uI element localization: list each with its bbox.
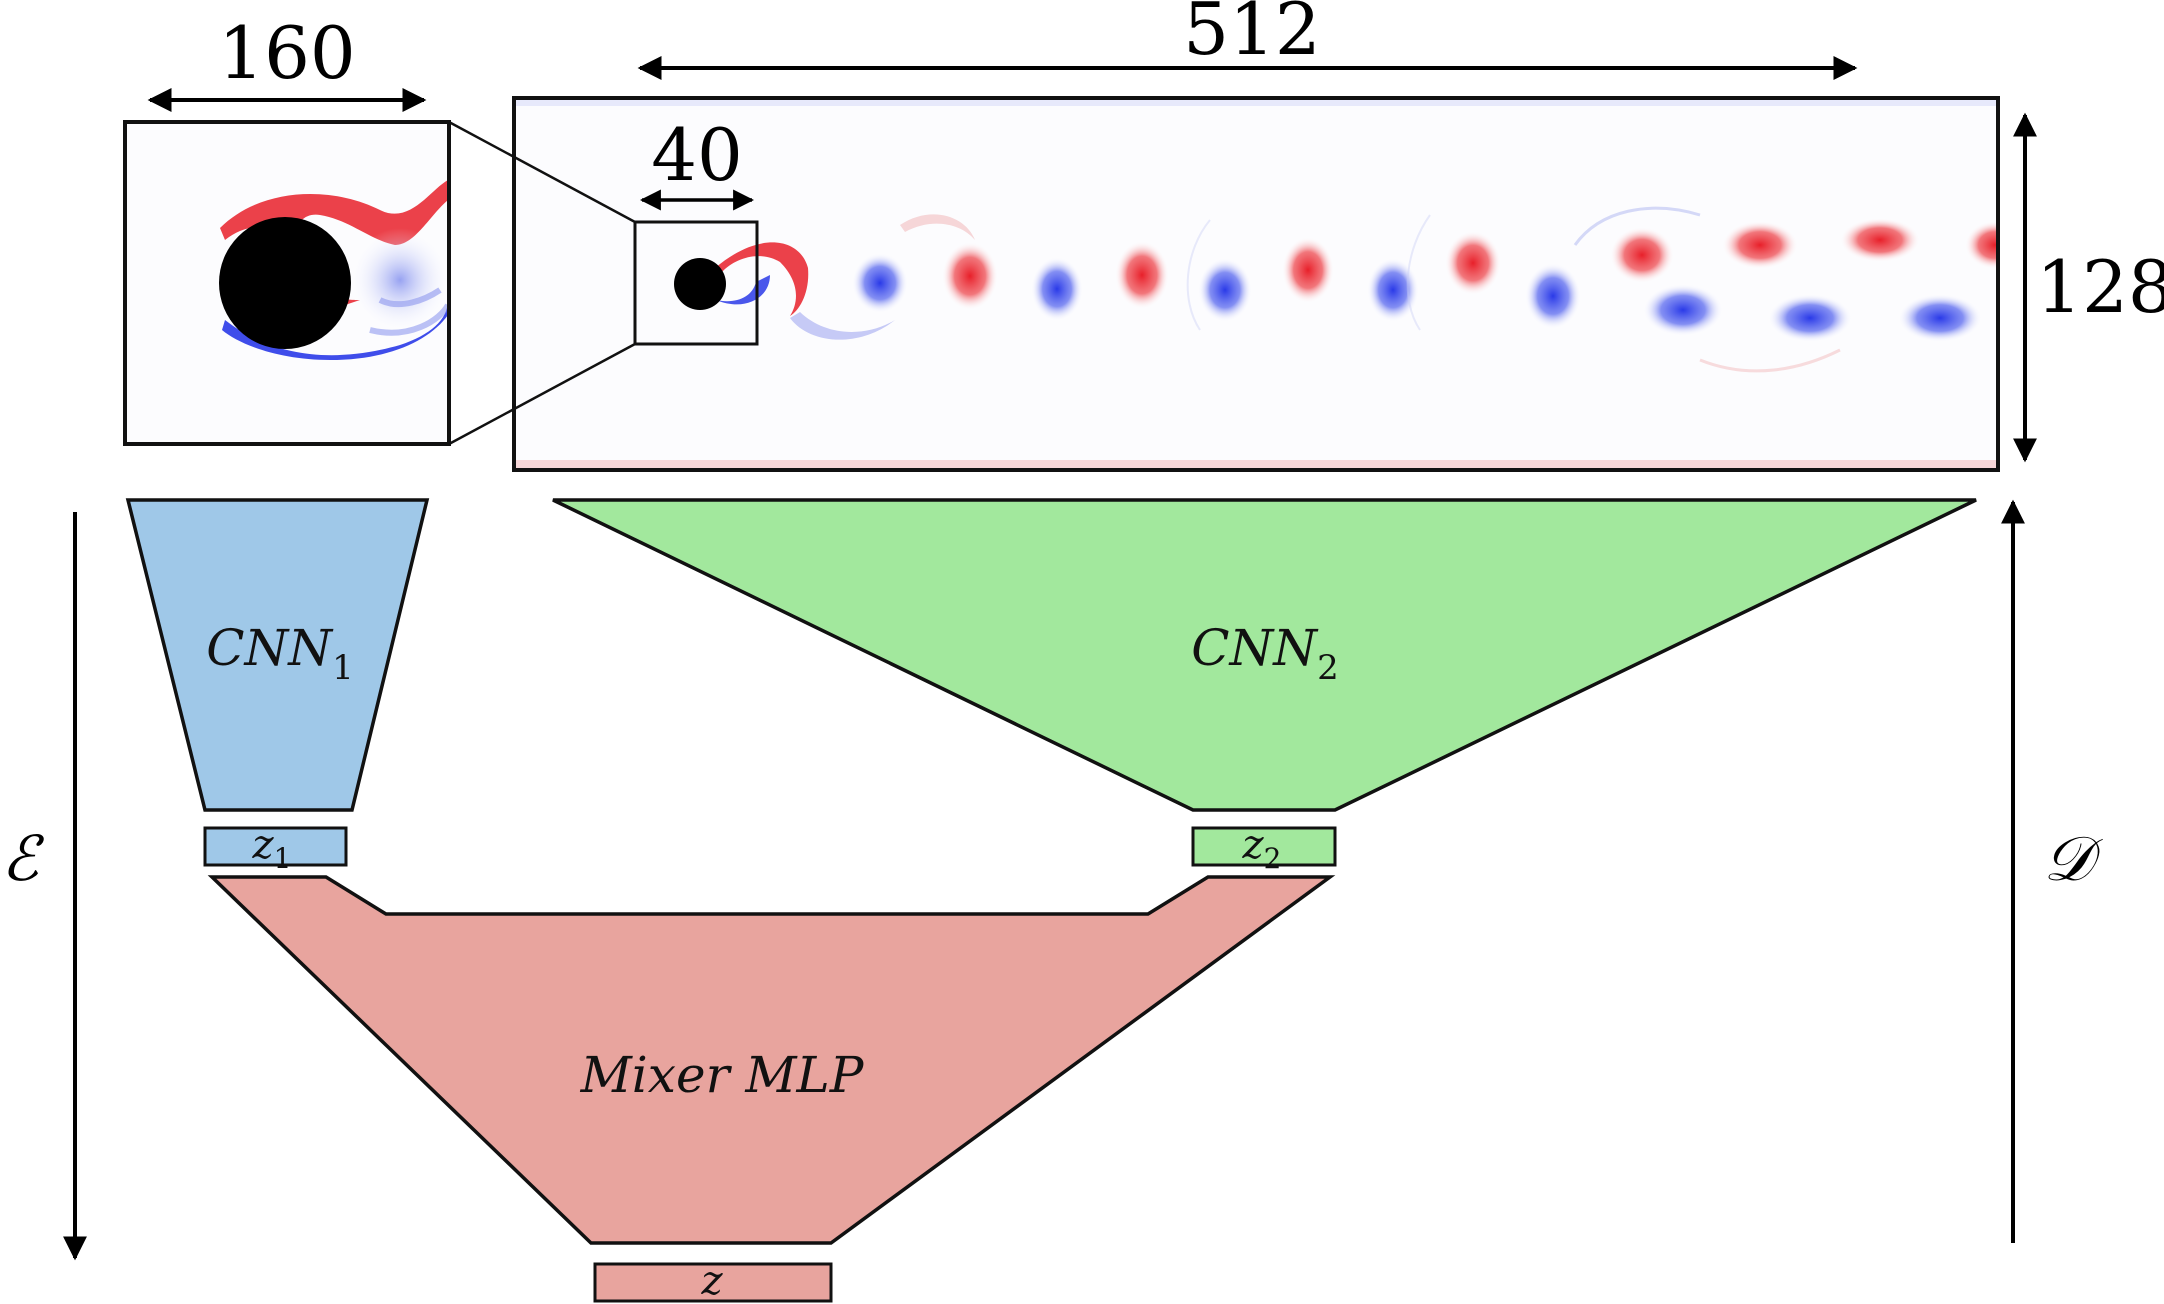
domain-frame	[512, 96, 2000, 472]
encoder-arrow: ℰ	[1, 512, 87, 1261]
cnn1-label: CNN1	[206, 619, 353, 688]
latent-z2-label: z2	[1242, 822, 1282, 875]
latent-z-label: z	[700, 1258, 723, 1304]
cylinder-obstacle-zoomed	[219, 217, 351, 349]
latent-z1-label: z1	[252, 822, 292, 875]
decoder-label: 𝒟	[2043, 822, 2103, 895]
domain-width-label: 512	[1183, 0, 1320, 71]
cnn1-block: CNN1	[125, 498, 430, 812]
encoder-label: ℰ	[1, 822, 44, 895]
cylinder-zoom-box	[633, 220, 759, 346]
cnn2-label: CNN2	[1191, 619, 1338, 688]
crop-width-label: 160	[218, 11, 355, 95]
mixer-mlp-block: Mixer MLP	[207, 875, 1336, 1245]
dimension-annotations: 160 512 128 40	[147, 0, 2164, 463]
zoom-connector-top	[448, 120, 636, 224]
cylinder-obstacle	[674, 258, 726, 310]
decoder-arrow: 𝒟	[2001, 499, 2103, 1243]
latent-z: z	[593, 1258, 833, 1304]
zoom-connector-bottom	[448, 342, 636, 446]
flow-field-crop	[123, 120, 451, 446]
cylinder-box-width-label: 40	[651, 113, 743, 197]
domain-height-label: 128	[2036, 245, 2164, 329]
crop-frame	[123, 120, 451, 446]
cnn2-block: CNN2	[552, 498, 1977, 812]
latent-z2: z2	[1191, 822, 1337, 875]
flow-field-domain	[512, 96, 2000, 472]
latent-z1: z1	[203, 822, 348, 875]
mixer-mlp-label: Mixer MLP	[580, 1046, 865, 1104]
